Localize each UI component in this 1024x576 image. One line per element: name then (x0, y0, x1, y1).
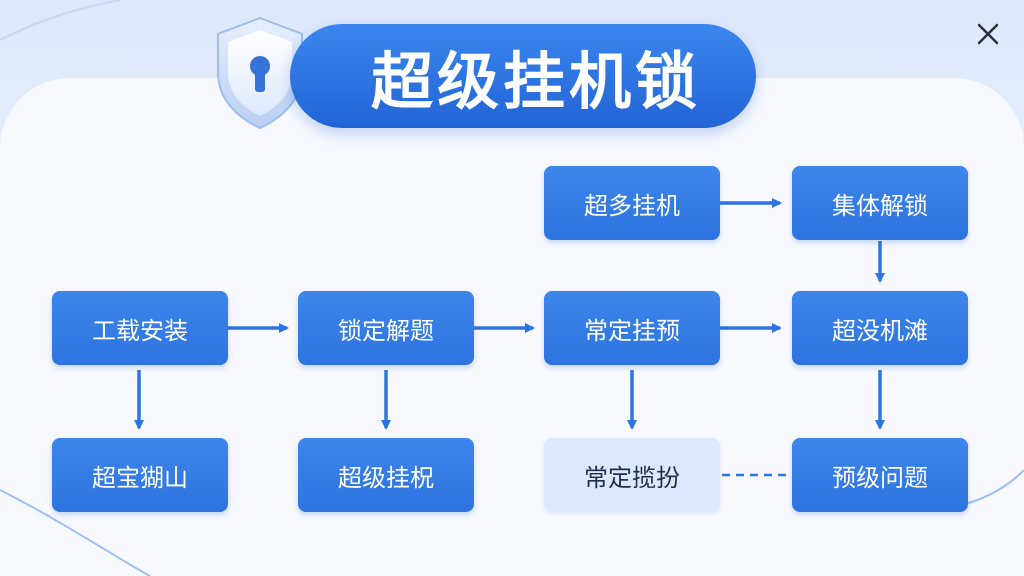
node-n4[interactable]: 超没机滩 (792, 291, 968, 365)
node-n1[interactable]: 工载安装 (52, 291, 228, 365)
node-n3[interactable]: 常定挂预 (544, 291, 720, 365)
node-n5[interactable]: 超多挂机 (544, 166, 720, 240)
node-n9[interactable]: 常定揽扮 (544, 438, 720, 512)
close-icon[interactable] (968, 14, 1008, 54)
page-title: 超级挂机锁 (370, 45, 701, 118)
node-n6[interactable]: 集体解锁 (792, 166, 968, 240)
node-n2[interactable]: 锁定解题 (298, 291, 474, 365)
shield-lock-icon (217, 16, 303, 130)
node-n7[interactable]: 超宝猢山 (52, 438, 228, 512)
node-n8[interactable]: 超级挂柷 (298, 438, 474, 512)
title-banner: 超级挂机锁 (290, 24, 756, 128)
node-n10[interactable]: 预级问题 (792, 438, 968, 512)
